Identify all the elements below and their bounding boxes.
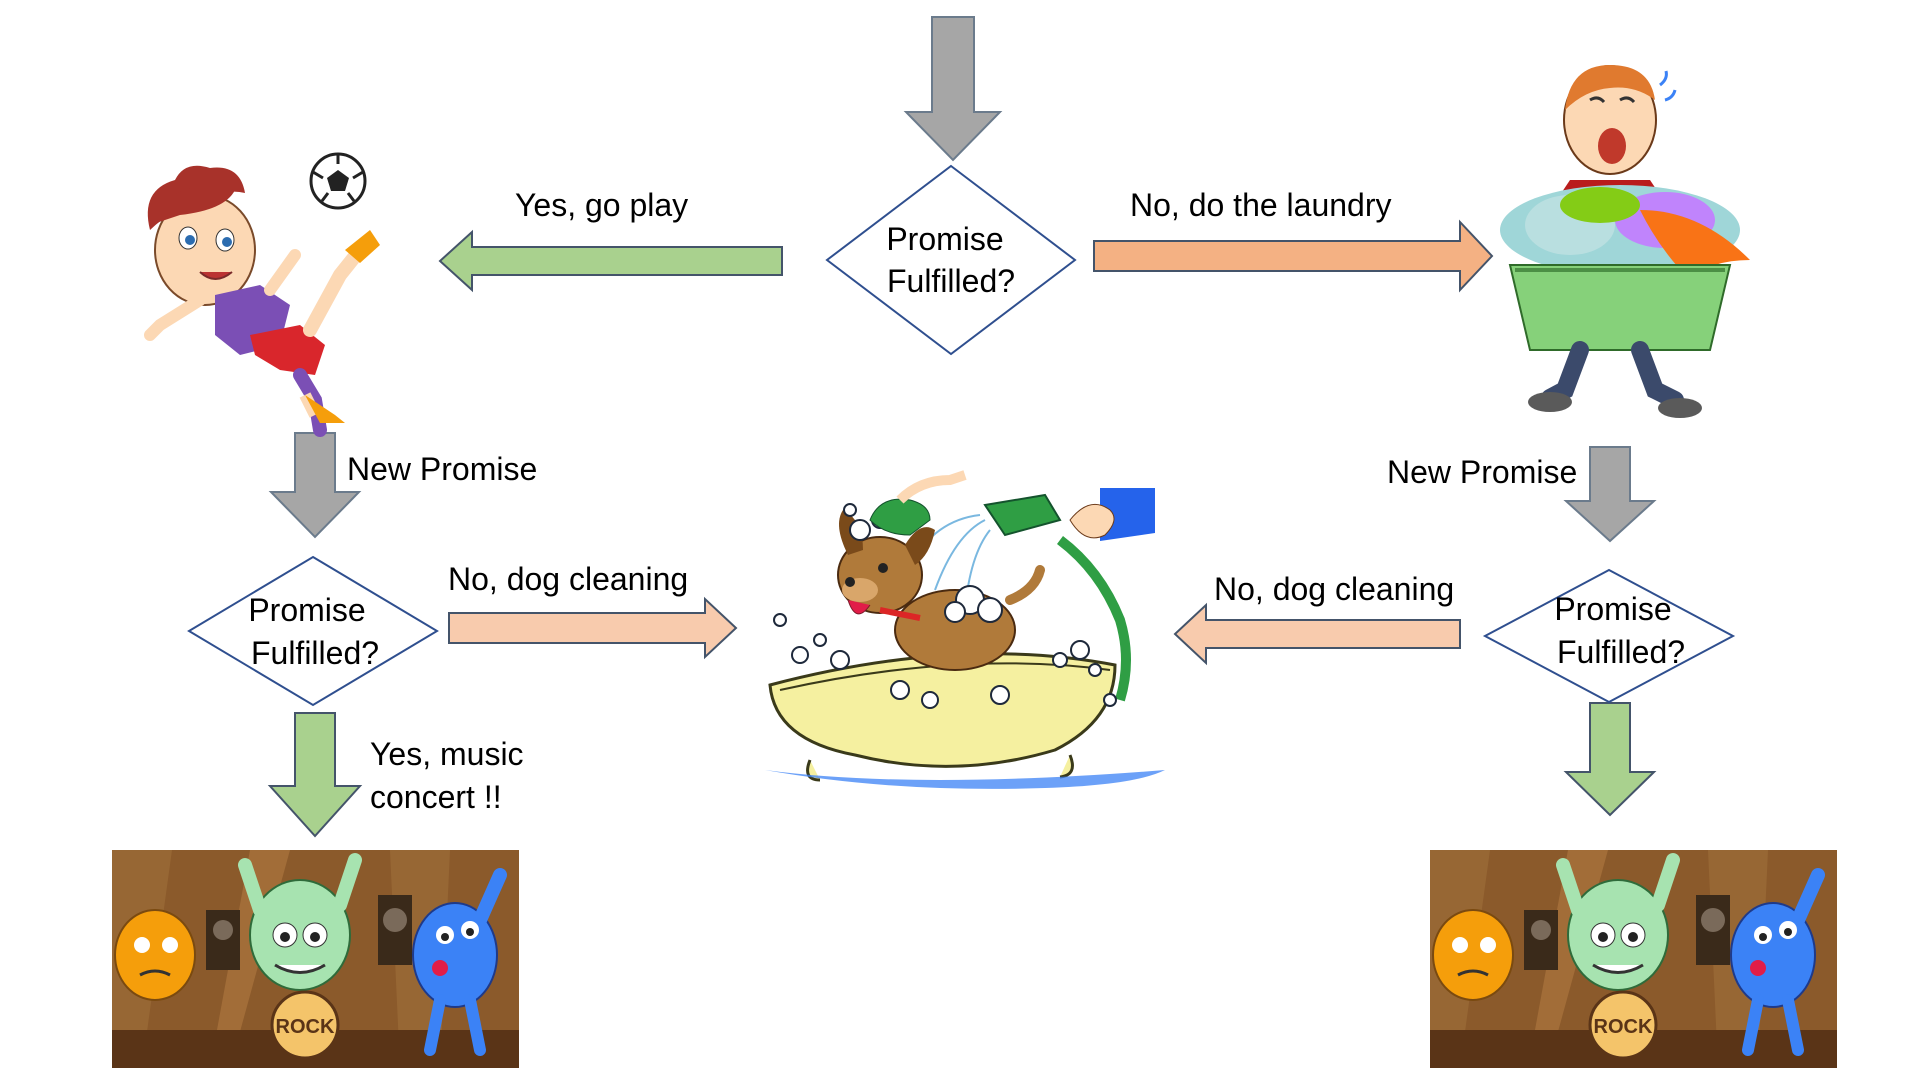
left-no-dog-arrow — [448, 596, 738, 660]
yes-go-play-arrow — [438, 229, 783, 293]
decision-right-line1: Promise — [1554, 591, 1671, 627]
crying-boy-with-laundry-basket-icon — [1500, 65, 1750, 418]
decision-top: Promise Fulfilled? — [825, 164, 1077, 356]
decision-left-line2: Fulfilled? — [251, 635, 379, 671]
drum-caption-right: ROCK — [1594, 1016, 1653, 1038]
drum-caption-left: ROCK — [276, 1016, 335, 1038]
yes-concert-arrow — [267, 712, 363, 838]
decision-right-line2: Fulfilled? — [1557, 634, 1685, 670]
decision-left: Promise Fulfilled? — [187, 555, 439, 707]
right-yes-arrow — [1563, 702, 1657, 817]
label-left-no-dog: No, dog cleaning — [448, 561, 688, 597]
label-yes-music-2: concert !! — [370, 779, 502, 815]
label-right-no-dog: No, dog cleaning — [1214, 571, 1454, 607]
decision-top-line2: Fulfilled? — [887, 263, 1015, 299]
boy-kicking-ball-icon — [144, 152, 380, 437]
decision-right: Promise Fulfilled? — [1482, 568, 1736, 704]
label-yes-music-1: Yes, music — [370, 736, 524, 772]
entry-arrow — [903, 16, 1003, 162]
label-left-new-promise: New Promise — [347, 451, 537, 487]
monster-rock-band-icon: ROCK — [112, 850, 519, 1068]
left-new-promise-arrow — [268, 432, 362, 539]
label-yes-go-play: Yes, go play — [515, 187, 688, 223]
right-new-promise-arrow — [1563, 446, 1657, 543]
decision-left-line1: Promise — [248, 592, 365, 628]
right-no-dog-arrow — [1173, 602, 1461, 666]
decision-top-line1: Promise — [886, 221, 1003, 257]
no-laundry-arrow — [1093, 219, 1494, 293]
label-right-new-promise: New Promise — [1387, 454, 1577, 490]
label-no-laundry: No, do the laundry — [1130, 187, 1392, 223]
dog-being-washed-in-tub-icon — [765, 470, 1165, 789]
monster-rock-band-right-icon: ROCK — [1430, 850, 1837, 1068]
